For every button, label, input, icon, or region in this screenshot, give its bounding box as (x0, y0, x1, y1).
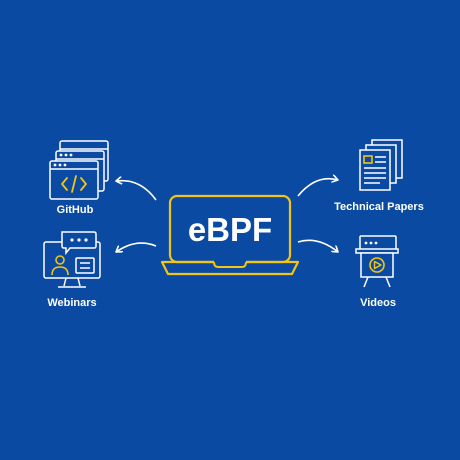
node-label-webinars: Webinars (47, 297, 97, 309)
code-browser-icon (49, 140, 109, 200)
laptop-icon (160, 194, 300, 276)
arrow-to-webinars (116, 242, 157, 252)
arrow-to-github (116, 181, 157, 201)
node-label-github: GitHub (56, 204, 94, 216)
center-label: eBPF (187, 211, 273, 248)
node-label-technical-papers: Technical Papers (334, 201, 424, 213)
presenter-monitor-icon (43, 231, 101, 288)
node-label-videos: Videos (360, 297, 396, 309)
documents-stack-icon (359, 139, 403, 191)
video-board-icon (355, 235, 399, 288)
arrow-to-papers (297, 179, 338, 197)
arrow-to-videos (297, 239, 338, 252)
